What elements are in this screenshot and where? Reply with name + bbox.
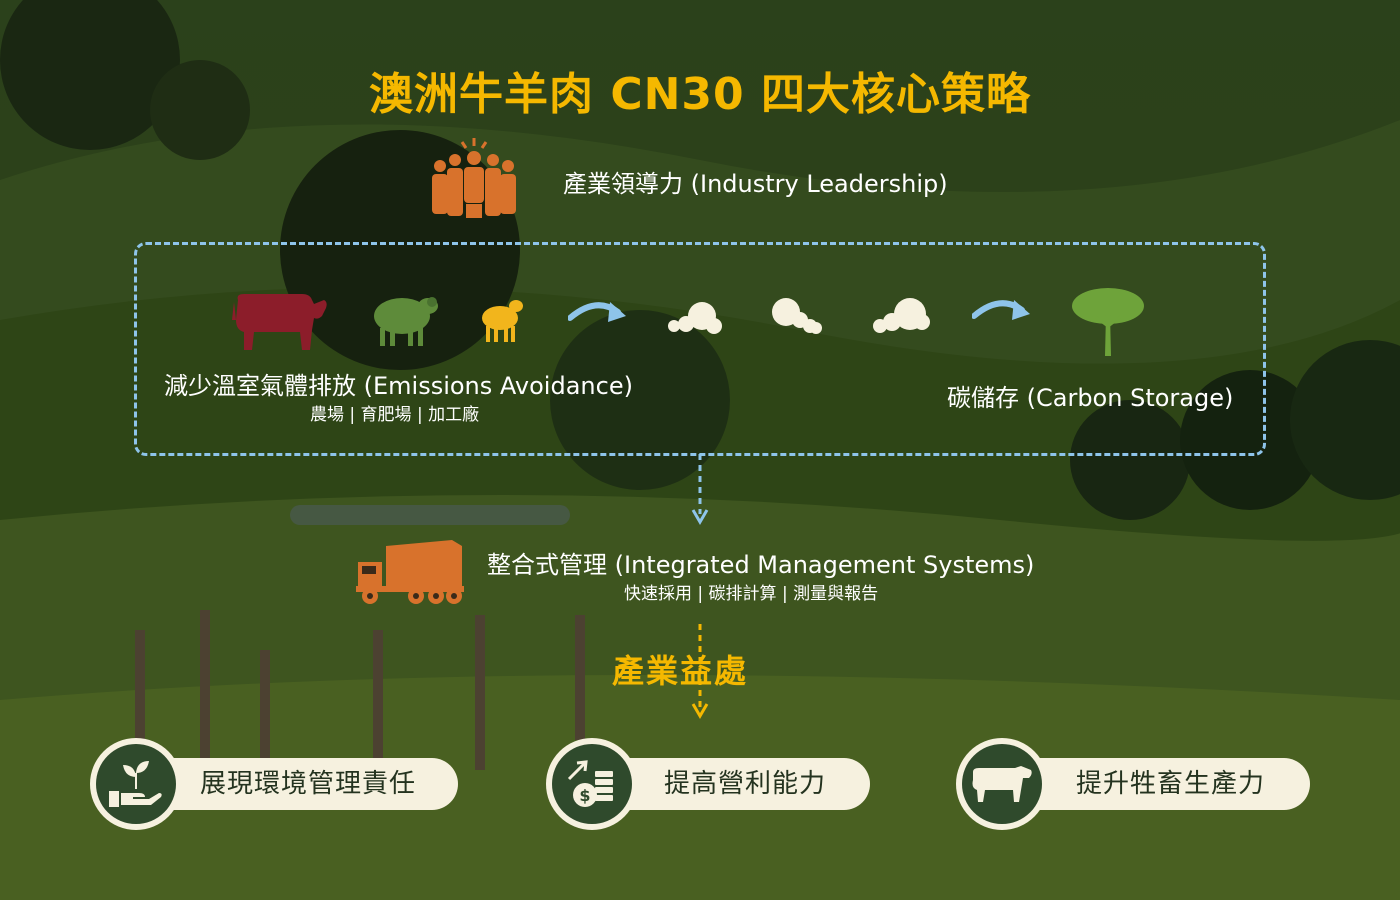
- arrow-right-icon: [568, 302, 626, 322]
- people-group-icon: [432, 138, 516, 218]
- benefit-icon-circle-2: $: [546, 738, 638, 830]
- lamb-icon: [482, 300, 523, 342]
- integrated-management-sub: 快速採用 | 碳排計算 | 測量與報告: [624, 584, 879, 604]
- page-title: 澳洲牛羊肉 CN30 四大核心策略: [369, 69, 1031, 120]
- cloud-icon: [668, 302, 722, 334]
- carbon-storage-label: 碳儲存 (Carbon Storage): [947, 384, 1234, 412]
- benefit-icon-circle-3: [956, 738, 1048, 830]
- connector-arrow: [691, 454, 709, 525]
- benefit-label-2: 提高營利能力: [664, 769, 827, 799]
- cattle-icon: [972, 766, 1032, 802]
- benefits-title: 產業益處: [612, 652, 749, 690]
- connector-arrow: [691, 624, 709, 719]
- arrow-right-icon: [972, 300, 1030, 320]
- truck-icon: [356, 540, 464, 604]
- benefit-label-1: 展現環境管理責任: [200, 769, 417, 799]
- hand-plant-icon: [109, 761, 162, 807]
- benefit-label-3: 提升牲畜生產力: [1076, 769, 1266, 799]
- tree-icon: [1072, 288, 1144, 356]
- emissions-label: 減少溫室氣體排放 (Emissions Avoidance): [164, 372, 633, 400]
- money-growth-icon: $: [567, 760, 613, 807]
- benefit-icon-circle-1: [90, 738, 182, 830]
- cloud-icon: [873, 298, 930, 333]
- integrated-management-label: 整合式管理 (Integrated Management Systems): [487, 551, 1035, 579]
- svg-text:$: $: [579, 786, 590, 805]
- emissions-sub: 農場 | 育肥場 | 加工廠: [310, 405, 480, 425]
- leadership-label: 產業領導力 (Industry Leadership): [563, 170, 948, 198]
- cow-icon: [232, 294, 327, 350]
- sheep-icon: [374, 297, 438, 346]
- cloud-icon: [772, 298, 822, 334]
